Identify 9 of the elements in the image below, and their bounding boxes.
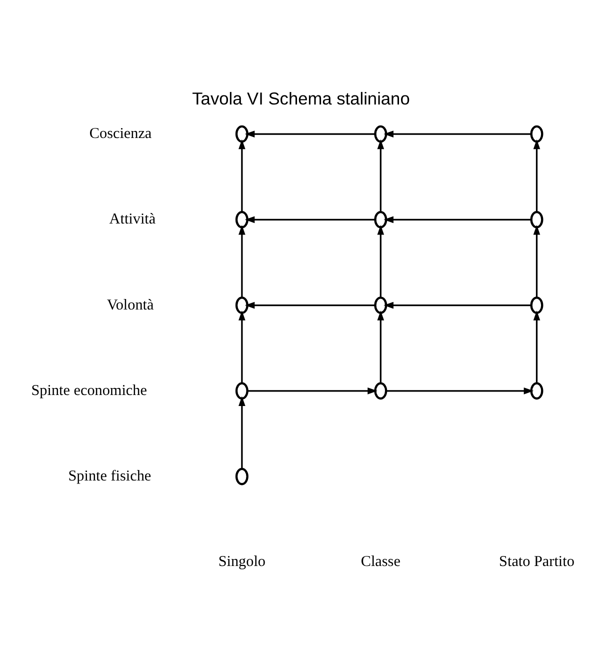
label: Spinte fisiche (68, 468, 152, 485)
label: Stato Partito (499, 553, 574, 570)
label: Singolo (218, 553, 266, 570)
diagram-title: Tavola VI Schema staliniano (192, 88, 410, 109)
label: Classe (360, 553, 400, 570)
label: Volontà (106, 296, 154, 314)
label: Coscienza (89, 125, 152, 142)
label: Attività (109, 210, 156, 228)
label: Spinte economiche (31, 382, 147, 399)
